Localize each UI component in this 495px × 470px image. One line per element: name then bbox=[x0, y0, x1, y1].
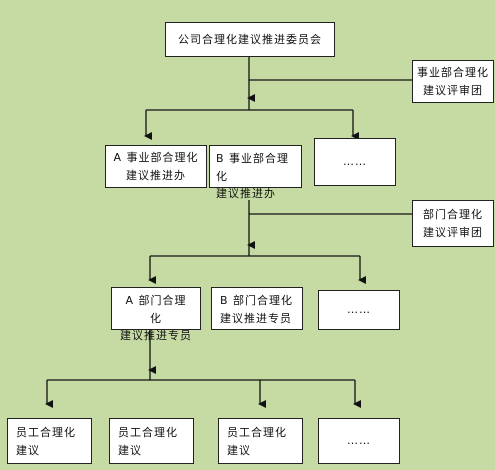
dept-review-line-1: 部门合理化 bbox=[423, 207, 483, 221]
staff-3-line-1: 员工合理化 bbox=[227, 426, 287, 439]
dept-more-box: …… bbox=[318, 290, 400, 330]
staff-more-box: …… bbox=[318, 418, 400, 464]
committee-label: 公司合理化建议推进委员会 bbox=[178, 32, 322, 46]
dept-b-line-1: B 部门合理化 bbox=[220, 294, 294, 307]
staff-2-line-1: 员工合理化 bbox=[118, 426, 178, 439]
dept-a-line-2: 建议推进专员 bbox=[120, 329, 192, 343]
division-a-line-1: A 事业部合理化 bbox=[113, 150, 199, 164]
dept-a-box: A 部门合理化 建议推进专员 bbox=[111, 287, 201, 342]
staff-1-line-1: 员工合理化 bbox=[16, 426, 76, 439]
committee-box: 公司合理化建议推进委员会 bbox=[165, 22, 335, 57]
division-review-line-2: 建议评审团 bbox=[423, 83, 483, 97]
staff-3-line-2: 建议 bbox=[227, 443, 251, 457]
division-more-label: …… bbox=[343, 155, 367, 169]
dept-b-line-2: 建议推进专员 bbox=[220, 311, 292, 325]
staff-3-box: 员工合理化 建议 bbox=[218, 418, 303, 464]
division-a-box: A 事业部合理化 建议推进办 bbox=[105, 145, 207, 188]
staff-2-box: 员工合理化 建议 bbox=[109, 418, 194, 464]
staff-2-line-2: 建议 bbox=[118, 443, 142, 457]
dept-review-box: 部门合理化 建议评审团 bbox=[412, 200, 494, 247]
division-b-line-1: B 事业部合理化 bbox=[216, 152, 290, 183]
division-b-line-2: 建议推进办 bbox=[216, 187, 276, 201]
staff-more-label: …… bbox=[347, 434, 371, 448]
dept-more-label: …… bbox=[347, 303, 371, 317]
staff-1-line-2: 建议 bbox=[16, 443, 40, 457]
staff-1-box: 员工合理化 建议 bbox=[7, 418, 92, 464]
dept-b-box: B 部门合理化 建议推进专员 bbox=[211, 287, 303, 330]
division-review-box: 事业部合理化 建议评审团 bbox=[412, 60, 494, 103]
division-a-line-2: 建议推进办 bbox=[126, 168, 186, 182]
division-b-box: B 事业部合理化 建议推进办 bbox=[209, 145, 302, 200]
dept-a-line-1: A 部门合理化 bbox=[125, 294, 187, 325]
division-review-line-1: 事业部合理化 bbox=[417, 65, 489, 79]
division-more-box: …… bbox=[314, 138, 396, 186]
dept-review-line-2: 建议评审团 bbox=[423, 225, 483, 239]
